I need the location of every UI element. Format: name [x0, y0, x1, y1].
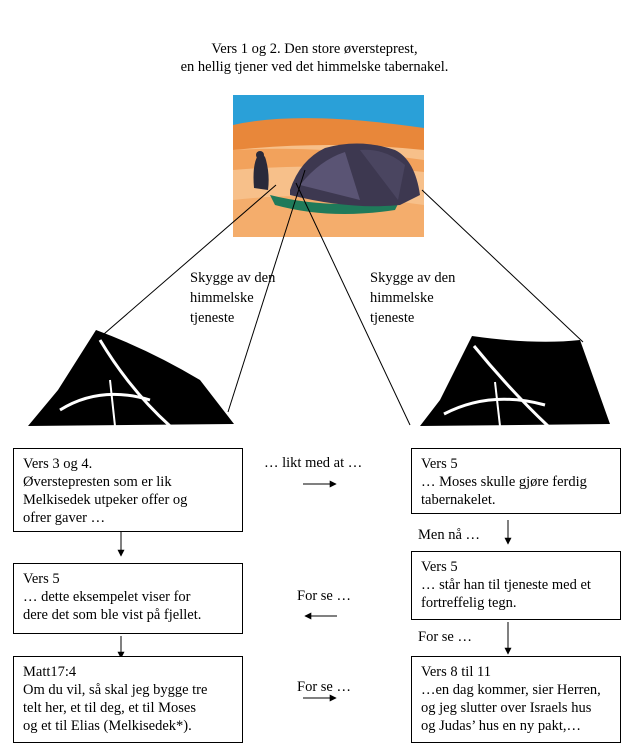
connector-for-se-bottom: For se … — [297, 679, 351, 695]
arrows — [117, 480, 512, 702]
left-tent-icon — [28, 330, 234, 428]
title-line-1: Vers 1 og 2. Den store øversteprest, — [211, 41, 418, 57]
box-right-vers-5-tjeneste: Vers 5 … står han til tjeneste med et fo… — [411, 551, 621, 620]
desert-tent-picture — [233, 95, 424, 237]
shadow-label-left: Skygge av den himmelske tjeneste — [190, 270, 276, 326]
connection-lines — [96, 169, 584, 426]
connector-men-na: Men nå … — [418, 527, 481, 543]
box-vers-3-og-4: Vers 3 og 4. Øverstepresten som er lik M… — [13, 448, 243, 532]
connector-likt-med-at: … likt med at … — [264, 455, 363, 471]
box-left-vers-5: Vers 5 … dette eksempelet viser for dere… — [13, 563, 243, 634]
connector-for-se-right: For se … — [418, 629, 472, 645]
box-right-vers-5-moses: Vers 5 … Moses skulle gjøre ferdig taber… — [411, 448, 621, 514]
box-matt-17-4: Matt17:4 Om du vil, så skal jeg bygge tr… — [13, 656, 243, 743]
right-tent-icon — [420, 336, 610, 428]
box-vers-8-til-11: Vers 8 til 11 …en dag kommer, sier Herre… — [411, 656, 621, 743]
title-line-2: en hellig tjener ved det himmelske taber… — [180, 59, 449, 75]
connector-for-se-middle: For se … — [297, 588, 351, 604]
shadow-label-right: Skygge av den himmelske tjeneste — [370, 270, 456, 326]
